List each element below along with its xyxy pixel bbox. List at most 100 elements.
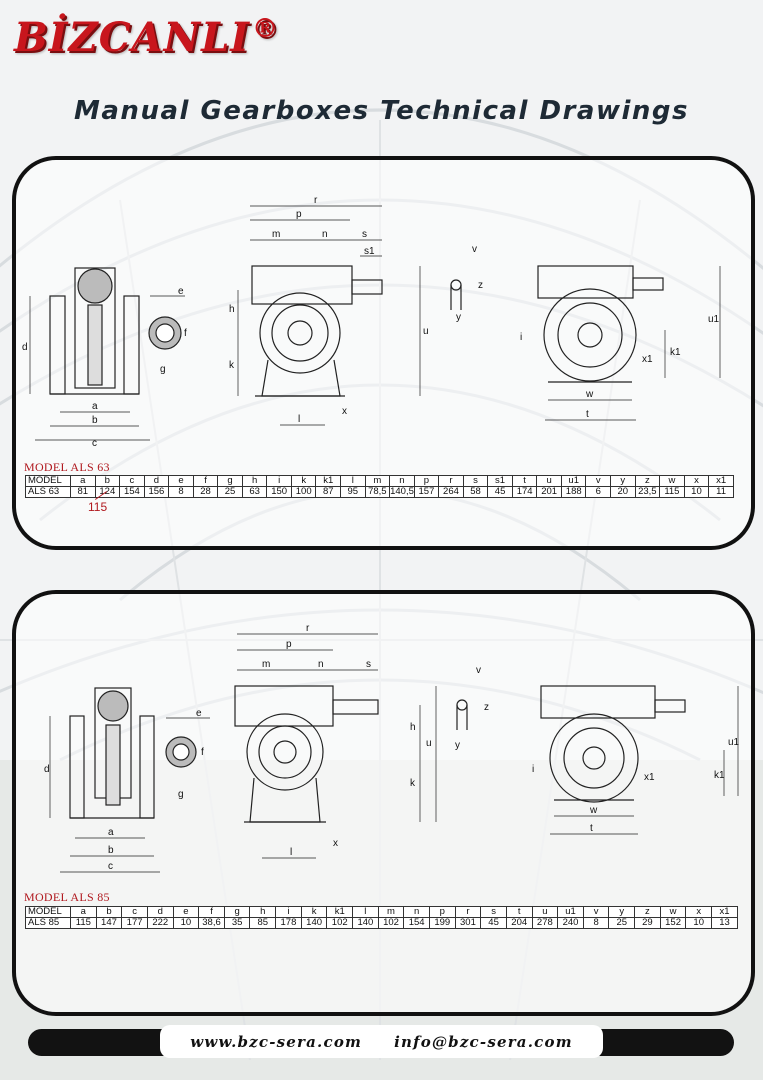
cell-n: 140,5 <box>389 486 415 498</box>
column-header-h: h <box>249 906 277 918</box>
correction-value: 115 <box>88 500 108 514</box>
dim-t: t <box>590 823 593 834</box>
column-header-w: w <box>659 906 687 918</box>
column-header-x: x <box>685 906 713 918</box>
cell-x: 10 <box>683 486 710 498</box>
dim-l: l <box>298 414 300 425</box>
column-header-z: z <box>634 475 661 487</box>
column-header-u1: u1 <box>560 475 587 487</box>
cell-l: 95 <box>340 486 366 498</box>
dim-e: e <box>178 286 184 297</box>
dim-a: a <box>108 827 114 838</box>
model-title-als63: MODEL ALS 63 <box>24 460 110 474</box>
dim-z: z <box>484 702 489 713</box>
cell-k: 140 <box>300 917 328 929</box>
cell-y: 20 <box>610 486 636 498</box>
cell-k: 100 <box>290 486 317 498</box>
cell-k1: 102 <box>326 917 354 929</box>
dim-u: u <box>423 326 429 337</box>
dim-s: s <box>362 229 367 240</box>
dim-u: u <box>426 738 432 749</box>
dim-g: g <box>160 364 166 375</box>
dim-k: k <box>410 778 416 789</box>
dim-u1: u1 <box>728 737 740 748</box>
dim-l: l <box>290 847 292 858</box>
dim-k1: k1 <box>670 347 681 358</box>
column-header-z: z <box>634 906 661 918</box>
column-header-a: a <box>70 475 96 487</box>
dim-x: x <box>333 838 338 849</box>
column-header-p: p <box>413 475 440 487</box>
website-link[interactable]: www.bzc-sera.com <box>190 1032 363 1051</box>
column-header-k: k <box>290 475 317 487</box>
dim-h: h <box>410 722 416 733</box>
column-header-a: a <box>70 906 97 918</box>
column-header-u1: u1 <box>557 906 584 918</box>
dim-z: z <box>478 280 483 291</box>
cell-r: 301 <box>454 917 482 929</box>
column-header-n: n <box>389 475 415 487</box>
cell-c: 154 <box>119 486 145 498</box>
column-header-s1: s1 <box>487 475 513 487</box>
column-header-m: m <box>364 475 391 487</box>
dim-n: n <box>318 659 324 670</box>
column-header-d: d <box>143 475 170 487</box>
dim-k: k <box>229 360 235 371</box>
column-header-e: e <box>172 906 200 918</box>
column-header-i: i <box>266 475 292 487</box>
dim-t: t <box>586 409 589 420</box>
als63-technical-drawing: r p m n s s1 h k u l x d a b c e f g v z… <box>22 195 721 449</box>
column-header-t: t <box>511 475 538 487</box>
cell-g: 25 <box>217 486 243 498</box>
column-header-y: y <box>610 475 636 487</box>
column-header-c: c <box>119 475 145 487</box>
dim-x1: x1 <box>642 354 653 365</box>
column-header-l: l <box>340 475 366 487</box>
column-header-v: v <box>582 906 610 918</box>
dim-m: m <box>272 229 280 240</box>
cell-w: 152 <box>659 917 687 929</box>
cell-model: ALS 63 <box>25 486 71 498</box>
cell-i: 150 <box>266 486 292 498</box>
column-header-x1: x1 <box>711 906 738 918</box>
cell-s: 45 <box>480 917 507 929</box>
cell-a: 81 <box>70 486 96 498</box>
column-header-l: l <box>352 906 379 918</box>
dim-x: x <box>342 406 347 417</box>
cell-x1: 11 <box>708 486 734 498</box>
column-header-t: t <box>505 906 533 918</box>
cell-n: 154 <box>403 917 430 929</box>
column-header-k1: k1 <box>315 475 342 487</box>
cell-k1: 87 <box>315 486 342 498</box>
cell-a: 115 <box>70 917 97 929</box>
column-header-g: g <box>217 475 243 487</box>
dim-v: v <box>476 665 481 676</box>
cell-u1: 188 <box>560 486 587 498</box>
dim-b: b <box>92 415 98 426</box>
cell-m: 102 <box>377 917 405 929</box>
dim-p: p <box>286 639 292 650</box>
cell-t: 204 <box>505 917 533 929</box>
column-header-p: p <box>428 906 456 918</box>
dim-e: e <box>196 708 202 719</box>
column-header-y: y <box>608 906 636 918</box>
cell-x1: 13 <box>711 917 738 929</box>
cell-f: 28 <box>192 486 219 498</box>
dim-m: m <box>262 659 270 670</box>
cell-f: 38,6 <box>198 917 225 929</box>
cell-z: 23,5 <box>634 486 661 498</box>
cell-model: ALS 85 <box>25 917 71 929</box>
email-link[interactable]: info@bzc-sera.com <box>394 1032 573 1051</box>
cell-m: 78,5 <box>364 486 391 498</box>
column-header-x: x <box>683 475 710 487</box>
dim-b: b <box>108 845 114 856</box>
cell-e: 8 <box>168 486 194 498</box>
dim-r: r <box>306 623 310 634</box>
dim-r: r <box>314 195 318 206</box>
dim-c: c <box>108 861 113 872</box>
cell-d: 156 <box>143 486 170 498</box>
column-header-f: f <box>192 475 219 487</box>
